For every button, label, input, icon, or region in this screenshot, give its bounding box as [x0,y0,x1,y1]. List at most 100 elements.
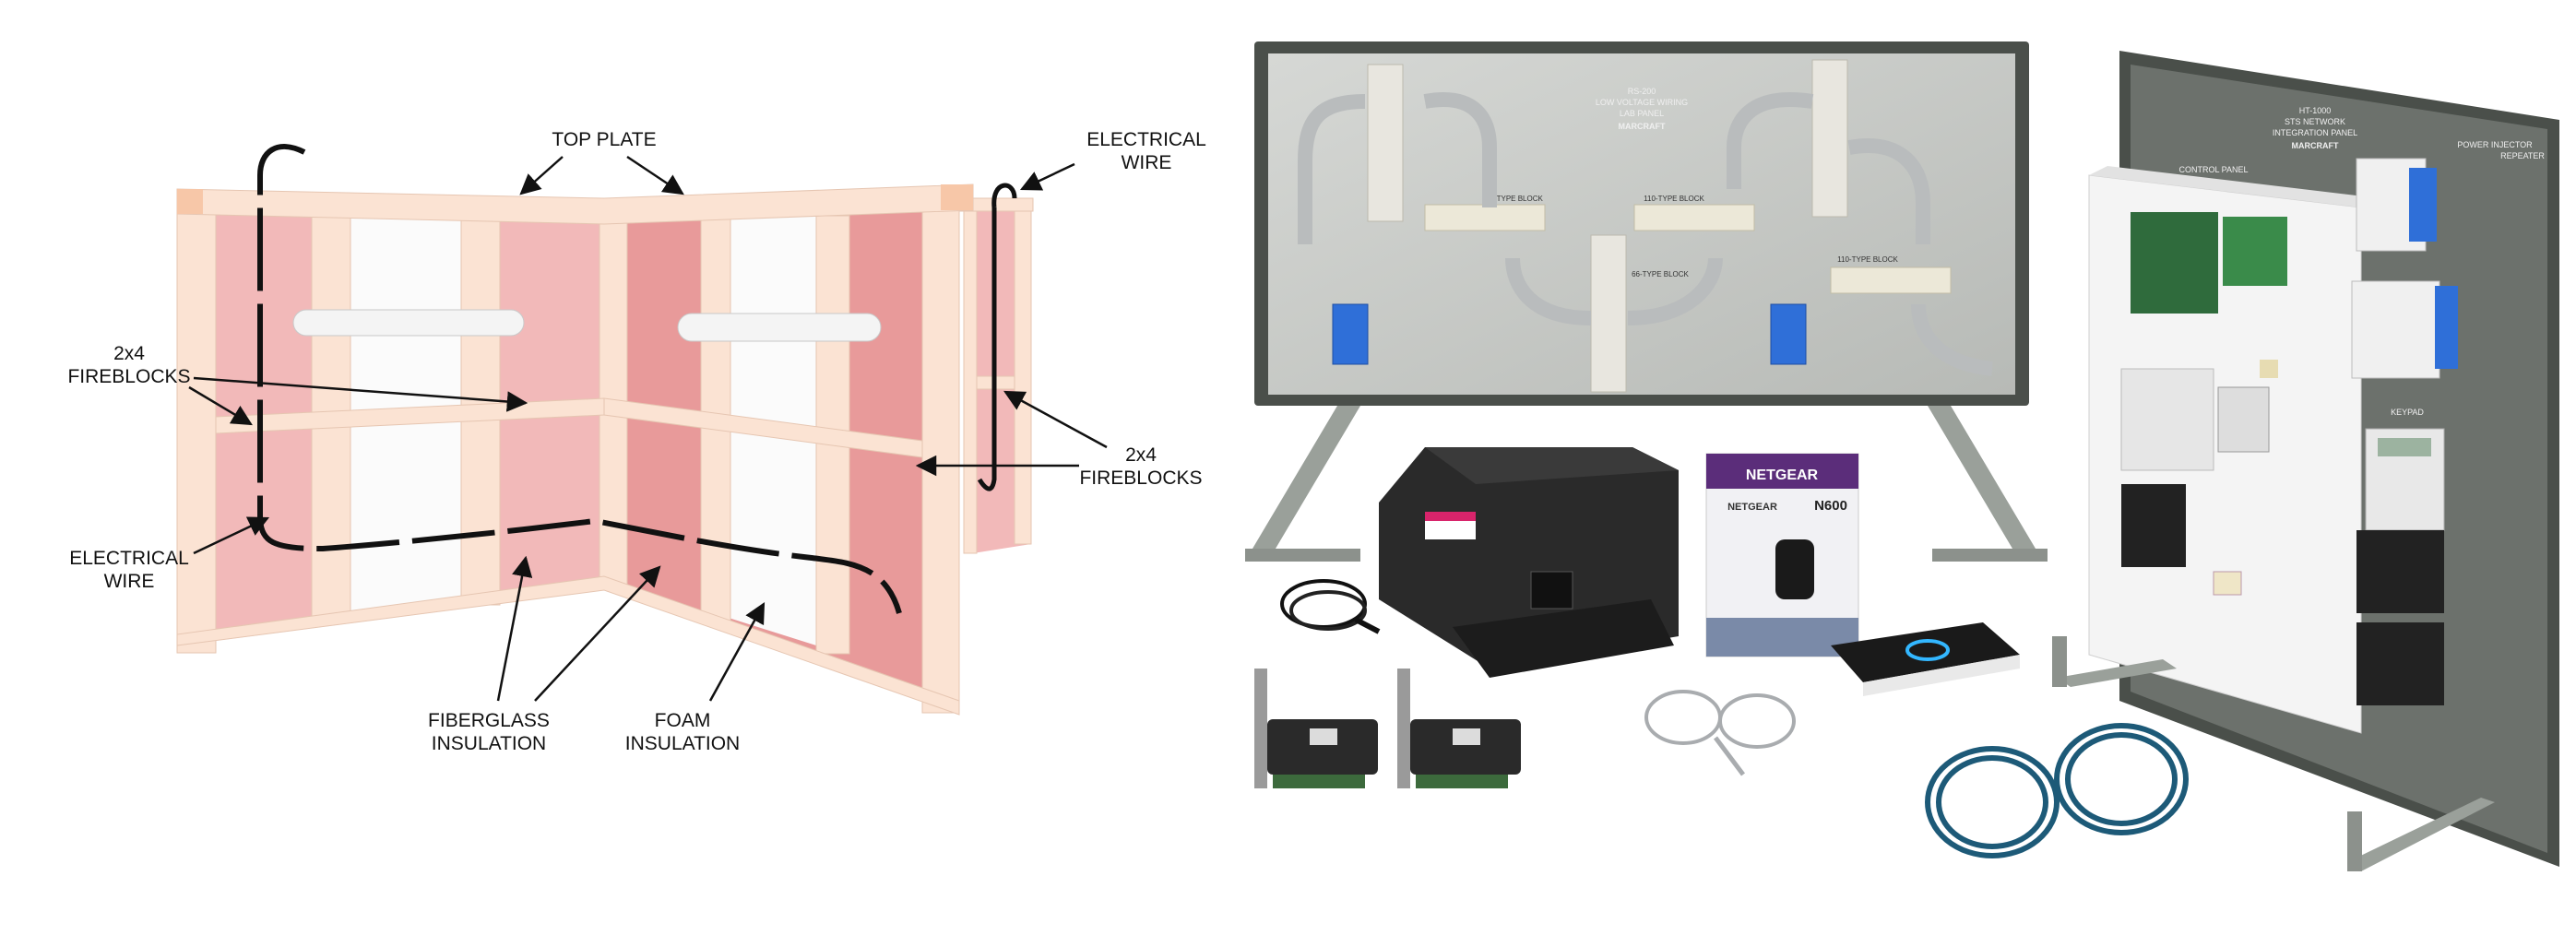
box-brand: NETGEAR [1727,502,1777,513]
label-keypad: KEYPAD [2391,408,2424,417]
electrical-wire [257,144,902,614]
lab-panel-title-1: RS-200 [1628,87,1656,96]
conduit [1423,92,1497,207]
printer-screen [1530,571,1573,610]
label-power-injector: POWER INJECTOR [2457,140,2533,149]
label-foam-2: INSULATION [625,733,740,754]
arrow [1003,390,1108,449]
block-label: 110-TYPE BLOCK [1644,195,1704,203]
arrow [519,156,564,195]
diagram-labels: TOP PLATE ELECTRICAL WIRE 2x4 FIREBLOCKS… [67,129,1205,754]
cable-coil [1718,693,1796,749]
arrow [193,376,528,412]
label-repeater: REPEATER [2500,151,2545,160]
label-fiberglass-1: FIBERGLASS [428,710,550,731]
cable-plug [1354,617,1381,634]
enclosure-lip [2089,166,2380,207]
label-electrical-wire-left-2: WIRE [104,571,155,592]
router-image [1775,539,1814,599]
conduit [1911,303,1993,376]
circuit-board [2131,212,2218,314]
label-foam-1: FOAM [655,710,711,731]
card-label [1453,728,1480,745]
card-bracket [1397,669,1410,788]
label-fiberglass-2: INSULATION [432,733,546,754]
junction-box [2409,168,2437,242]
network-card [1254,669,1378,788]
stand-foot [1245,549,1360,562]
cable-coil [1925,746,2060,858]
low-voltage-lab-panel: RS-200 LOW VOLTAGE WIRING LAB PANEL MARC… [1245,41,2048,562]
label-fireblocks-right-2: FIREBLOCKS [1079,468,1202,489]
device [2356,530,2444,613]
bottom-plate [176,575,960,716]
arrow [626,155,684,195]
110-block [1633,204,1755,231]
router-light [1905,639,1950,661]
label-electrical-wire-right-1: ELECTRICAL [1086,129,1206,150]
router-box: NETGEAR NETGEAR N600 [1705,453,1859,657]
punch-block-vertical [1367,64,1404,222]
conduit [1298,94,1366,244]
label-electrical-wire-left-1: ELECTRICAL [69,548,189,569]
box-model: N600 [1814,498,1847,514]
jack [2213,571,2242,596]
pipe [292,309,525,337]
label-fireblocks-left-2: FIREBLOCKS [67,366,190,387]
arrow [188,385,253,426]
arrow [496,555,533,702]
lab-panel-title-2: LOW VOLTAGE WIRING [1596,98,1688,107]
cable-coil [2065,732,2178,826]
card-bracket [1254,669,1267,788]
stand-foot [2347,811,2362,871]
junction-box [1332,303,1369,365]
usb-cable [1280,579,1381,634]
cable-coil [2054,723,2189,835]
blue-network-cables [1925,723,2189,858]
network-card [1397,669,1521,788]
block-label: 66-TYPE BLOCK [1632,270,1689,278]
top-plate-end [941,184,973,210]
110-block [1830,266,1952,294]
cable-coil [1644,690,1722,745]
wireless-router [1831,622,2020,696]
cable-coil [1936,755,2048,849]
top-plate-end [177,189,203,214]
integration-brand: MARCRAFT [2292,141,2339,150]
battery [2121,484,2186,567]
gray-patch-cables [1644,690,1796,776]
card-board [1273,775,1365,788]
printer [1379,447,1679,678]
label-top-plate: TOP PLATE [552,129,656,150]
junction-box [2435,286,2458,369]
printer-sticker-band [1425,512,1476,521]
arrow [1019,162,1075,191]
stand-leg [2347,798,2495,871]
box-bottom [1706,618,1858,657]
printer-lid [1425,447,1679,484]
label-fireblocks-left-1: 2x4 [113,343,145,364]
arrow [534,565,661,702]
far-stud-2 [1014,207,1032,545]
integration-title-3: INTEGRATION PANEL [2273,128,2357,137]
electrical-wire-right [977,183,1017,491]
label-fireblocks-right-1: 2x4 [1125,444,1157,466]
router-body [1831,622,2020,682]
label-electrical-wire-right-2: WIRE [1122,152,1172,173]
card-heatsink [1410,719,1521,775]
box-brand-top: NETGEAR [1746,468,1819,483]
relay-board [2223,217,2287,286]
block-label: 110-TYPE BLOCK [1837,255,1898,264]
lab-panel-title-3: LAB PANEL [1620,109,1664,118]
stud [176,209,217,654]
conduit [1627,257,1723,325]
far-stud [963,207,978,554]
arrow [193,516,270,555]
stand-leg [1928,406,2038,553]
stud [921,209,960,714]
conduit [1727,92,1814,189]
wall-framing-diagram [176,144,1034,716]
stand-foot [2052,636,2067,687]
arrow [708,602,766,702]
